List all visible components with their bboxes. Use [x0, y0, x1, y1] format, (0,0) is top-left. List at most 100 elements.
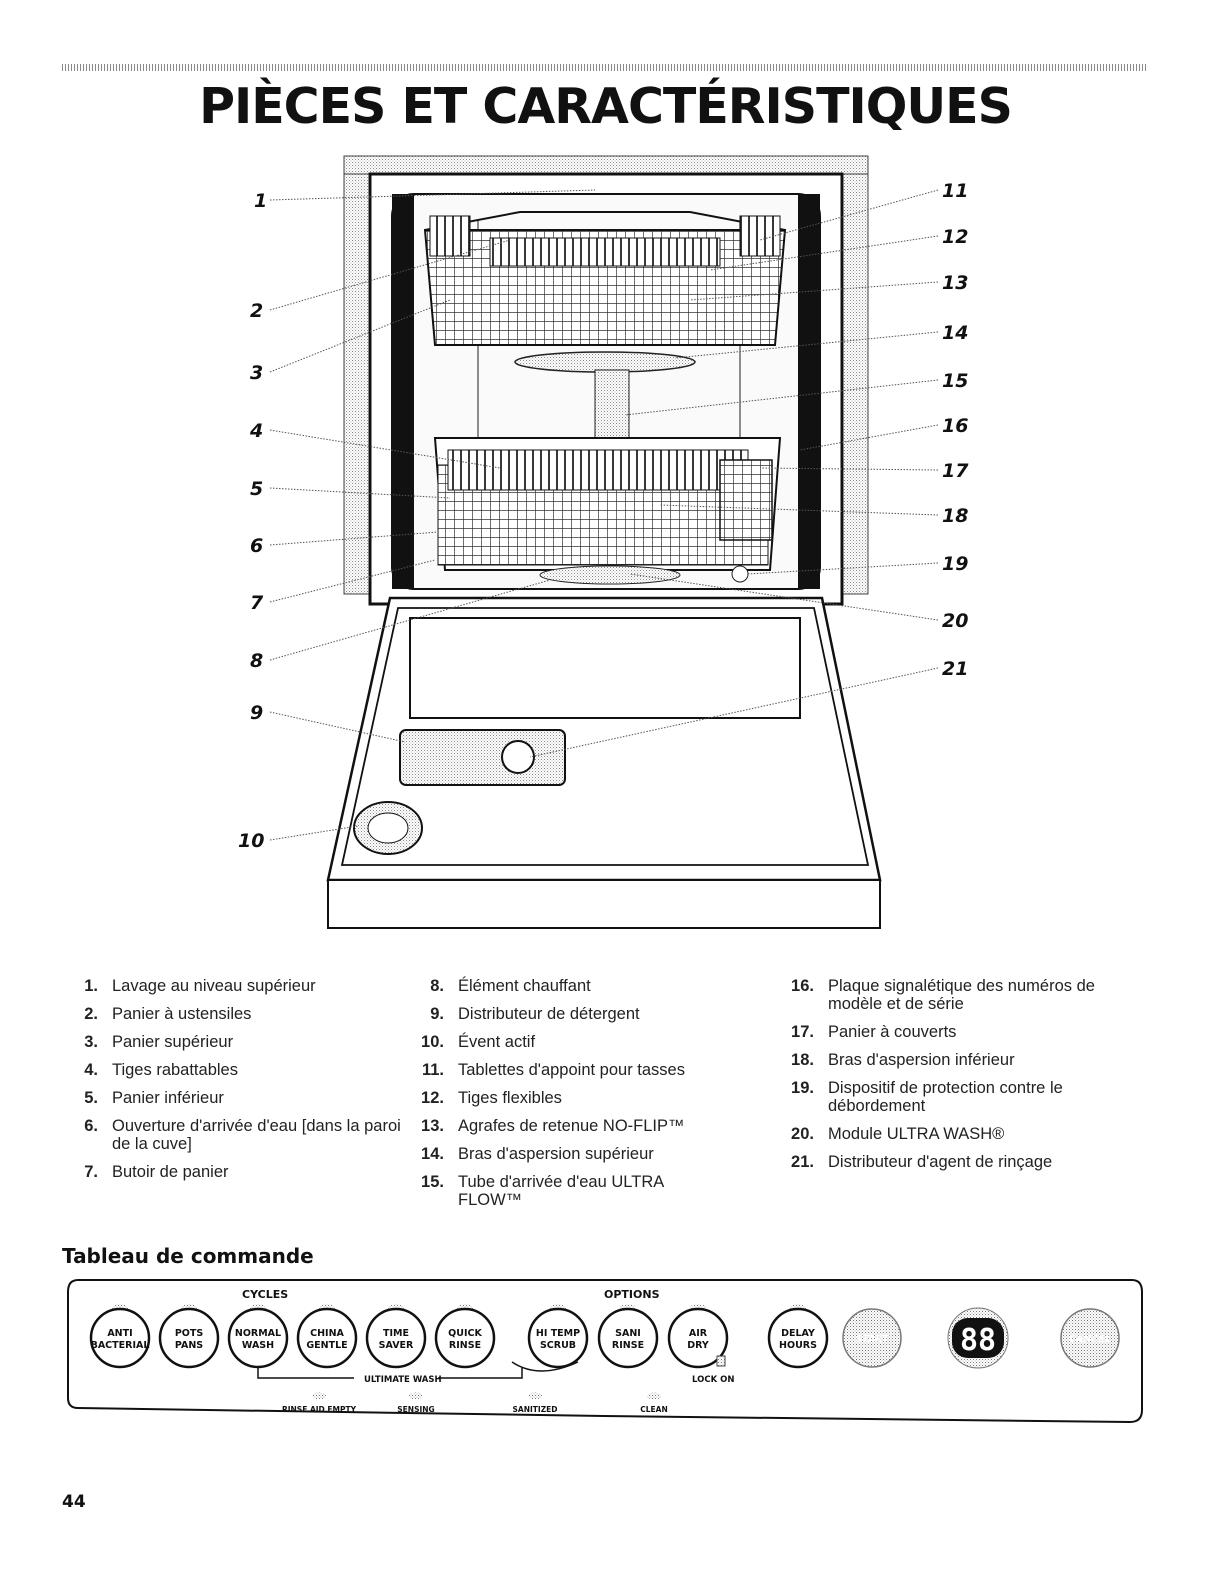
- svg-text:SAVER: SAVER: [379, 1340, 414, 1351]
- svg-text:START: START: [855, 1334, 890, 1345]
- ultimate-wash-bracket: [257, 1368, 523, 1379]
- detergent-dispenser: [399, 729, 566, 786]
- lock-icon: [716, 1355, 726, 1367]
- part-item: 16Plaque signalétique des numéros de mod…: [790, 977, 1150, 1013]
- tub-right-wall: [798, 194, 820, 589]
- hi-temp-scrub-button[interactable]: HI TEMP SCRUB: [527, 1307, 589, 1369]
- svg-text:HI TEMP: HI TEMP: [536, 1328, 580, 1339]
- lower-spray-arm: [539, 565, 681, 585]
- control-panel: CYCLES OPTIONS ANTI BACTERIAL POTS PANS …: [67, 1279, 1143, 1424]
- part-item: 20Module ULTRA WASH®: [790, 1125, 1150, 1143]
- svg-text:RINSE: RINSE: [449, 1340, 481, 1351]
- callout-7: 7: [250, 592, 264, 614]
- cup-shelf-right: [739, 215, 781, 257]
- callout-11: 11: [942, 180, 968, 202]
- svg-text:HOURS: HOURS: [779, 1340, 817, 1351]
- rinse-aid-empty-indicator: RINSE AID EMPTY: [282, 1405, 357, 1414]
- delay-hours-button[interactable]: DELAY HOURS: [767, 1307, 829, 1369]
- callout-1: 1: [254, 190, 267, 212]
- countertop: [343, 155, 869, 175]
- start-button[interactable]: START: [842, 1308, 902, 1368]
- part-item: 19Dispositif de protection contre le déb…: [790, 1079, 1108, 1115]
- callout-10: 10: [238, 830, 264, 852]
- cycles-label: CYCLES: [242, 1288, 288, 1301]
- parts-list-column-3: 16Plaque signalétique des numéros de mod…: [790, 977, 1150, 1181]
- sani-rinse-button[interactable]: SANI RINSE: [597, 1307, 659, 1369]
- upper-spray-arm: [514, 351, 696, 373]
- digital-display: 88: [947, 1307, 1009, 1369]
- callout-16: 16: [942, 415, 968, 437]
- callout-6: 6: [250, 535, 263, 557]
- callout-15: 15: [942, 370, 968, 392]
- svg-text:SANI: SANI: [615, 1328, 641, 1339]
- callout-4: 4: [249, 420, 263, 442]
- svg-text:AIR: AIR: [689, 1328, 708, 1339]
- part-item: 17Panier à couverts: [790, 1023, 1150, 1041]
- svg-text:ANTI: ANTI: [107, 1328, 132, 1339]
- part-item: 1Lavage au niveau supérieur: [74, 977, 404, 995]
- silverware-tray: [489, 237, 721, 267]
- callout-12: 12: [942, 226, 968, 248]
- callout-17: 17: [942, 460, 969, 482]
- part-item: 15Tube d'arrivée d'eau ULTRA FLOW™: [420, 1173, 708, 1209]
- clean-indicator: CLEAN: [640, 1405, 668, 1414]
- callout-18: 18: [942, 505, 968, 527]
- svg-text:QUICK: QUICK: [448, 1328, 482, 1339]
- callout-20: 20: [942, 610, 968, 632]
- lock-on-label: LOCK ON: [692, 1375, 734, 1385]
- svg-text:RINSE: RINSE: [612, 1340, 644, 1351]
- anti-bacterial-button[interactable]: ANTI BACTERIAL: [89, 1307, 151, 1369]
- tub-left-wall: [392, 194, 414, 589]
- svg-text:NORMAL: NORMAL: [235, 1328, 281, 1339]
- display-digits: 88: [960, 1323, 996, 1358]
- quick-rinse-button[interactable]: QUICK RINSE: [434, 1307, 496, 1369]
- header-rule: [62, 64, 1148, 71]
- callout-14: 14: [942, 322, 968, 344]
- sanitized-indicator: SANITIZED: [513, 1405, 558, 1414]
- rinse-aid-dial: [501, 740, 535, 774]
- dishwasher-diagram: 1 2 3 4 5 6 7 8 9 10 11 12 13 14 15 16 1…: [238, 155, 969, 929]
- pots-pans-button[interactable]: POTS PANS: [158, 1307, 220, 1369]
- callout-19: 19: [942, 553, 968, 575]
- cabinet-left: [343, 173, 371, 595]
- air-dry-button[interactable]: AIR DRY: [667, 1307, 729, 1369]
- time-saver-button[interactable]: TIME SAVER: [365, 1307, 427, 1369]
- part-item: 21Distributeur d'agent de rinçage: [790, 1153, 1150, 1171]
- parts-list-column-1: 1Lavage au niveau supérieur 2Panier à us…: [74, 977, 404, 1191]
- door-base: [327, 879, 881, 929]
- part-item: 18Bras d'aspersion inférieur: [790, 1051, 1150, 1069]
- cancel-button[interactable]: CANCEL: [1060, 1308, 1120, 1368]
- sensing-indicator: SENSING: [397, 1405, 434, 1414]
- part-item: 2Panier à ustensiles: [74, 1005, 404, 1023]
- svg-text:POTS: POTS: [175, 1328, 204, 1339]
- ultimate-wash-label: ULTIMATE WASH: [364, 1375, 442, 1385]
- parts-list-column-2: 8Élément chauffant 9Distributeur de déte…: [420, 977, 770, 1219]
- svg-text:CHINA: CHINA: [310, 1328, 344, 1339]
- options-label: OPTIONS: [604, 1288, 660, 1301]
- status-indicator-lights: [312, 1392, 661, 1400]
- part-item: 11Tablettes d'appoint pour tasses: [420, 1061, 770, 1079]
- part-item: 14Bras d'aspersion supérieur: [420, 1145, 770, 1163]
- callout-3: 3: [250, 362, 263, 384]
- svg-text:BACTERIAL: BACTERIAL: [91, 1340, 150, 1351]
- part-item: 7Butoir de panier: [74, 1163, 404, 1181]
- fold-down-tines: [447, 449, 749, 491]
- svg-text:CANCEL: CANCEL: [1069, 1334, 1111, 1345]
- part-item: 9Distributeur de détergent: [420, 1005, 770, 1023]
- china-gentle-button[interactable]: CHINA GENTLE: [296, 1307, 358, 1369]
- svg-text:PANS: PANS: [175, 1340, 203, 1351]
- part-item: 3Panier supérieur: [74, 1033, 404, 1051]
- callout-2: 2: [250, 300, 263, 322]
- cabinet-right: [841, 173, 869, 595]
- part-item: 4Tiges rabattables: [74, 1061, 404, 1079]
- callout-13: 13: [942, 272, 968, 294]
- cup-shelf-left: [429, 215, 471, 257]
- svg-text:GENTLE: GENTLE: [306, 1340, 347, 1351]
- svg-text:WASH: WASH: [242, 1340, 274, 1351]
- normal-wash-button[interactable]: NORMAL WASH: [227, 1307, 289, 1369]
- leader-lines: [269, 189, 939, 841]
- door-inner-panel: [409, 617, 801, 719]
- silverware-basket: [719, 459, 773, 541]
- part-item: 6Ouverture d'arrivée d'eau [dans la paro…: [74, 1117, 402, 1153]
- overfill-protector: [731, 565, 749, 583]
